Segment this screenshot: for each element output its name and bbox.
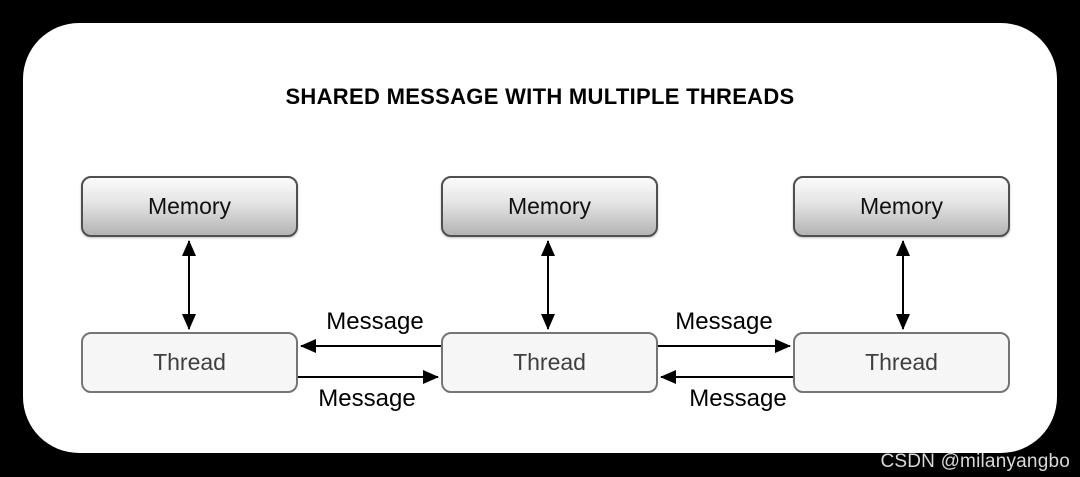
memory-node-3: Memory bbox=[793, 176, 1010, 237]
message-label-2: Message bbox=[318, 385, 416, 412]
memory-node-1-label: Memory bbox=[147, 193, 232, 219]
message-label-4: Message bbox=[689, 385, 787, 412]
thread-node-1: Thread bbox=[81, 332, 298, 393]
thread-node-2: Thread bbox=[441, 332, 658, 393]
memory-node-1: Memory bbox=[81, 176, 298, 237]
memory-node-2-label: Memory bbox=[507, 193, 592, 219]
thread-node-2-label: Thread bbox=[513, 349, 586, 375]
memory-node-3-label: Memory bbox=[859, 193, 944, 219]
message-label-1: Message bbox=[326, 308, 424, 335]
thread-node-3: Thread bbox=[793, 332, 1010, 393]
thread-node-3-label: Thread bbox=[865, 349, 938, 375]
message-label-3: Message bbox=[675, 308, 773, 335]
thread-node-1-label: Thread bbox=[153, 349, 226, 375]
watermark: CSDN @milanyangbo bbox=[880, 451, 1070, 472]
diagram-title: SHARED MESSAGE WITH MULTIPLE THREADS bbox=[285, 84, 795, 109]
memory-node-2: Memory bbox=[441, 176, 658, 237]
